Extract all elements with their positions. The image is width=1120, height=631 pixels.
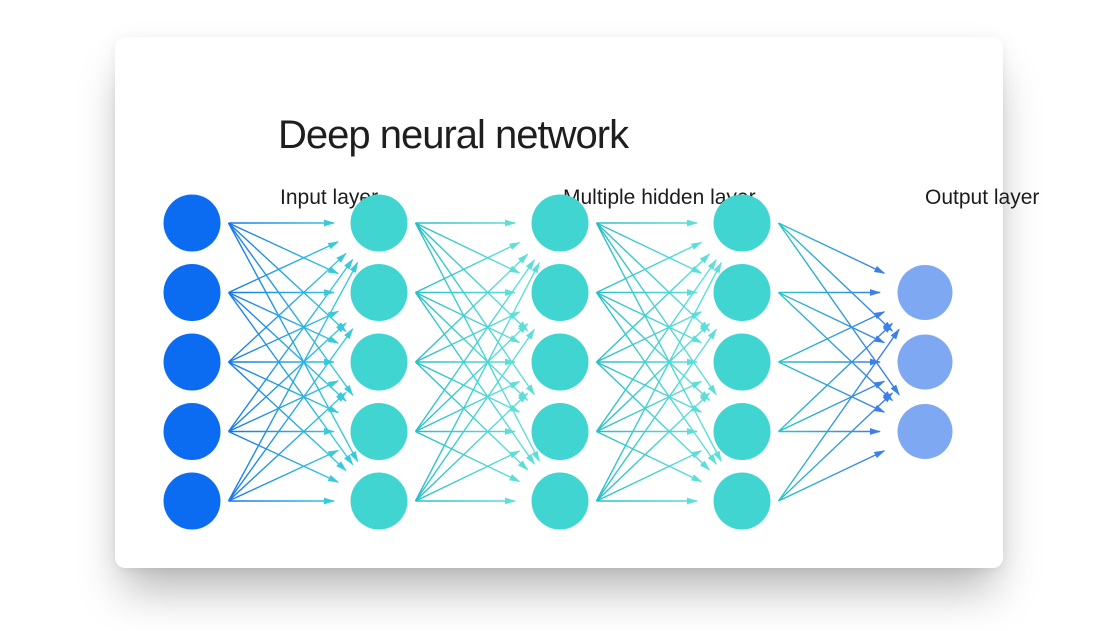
output-layer-label: Output layer	[925, 186, 1040, 209]
slide-card: Deep neural network Input layer Multiple…	[115, 37, 1039, 568]
hidden-layer-label: Multiple hidden layer	[563, 186, 756, 209]
page-title: Deep neural network	[278, 113, 629, 157]
input-layer-label: Input layer	[280, 186, 379, 209]
